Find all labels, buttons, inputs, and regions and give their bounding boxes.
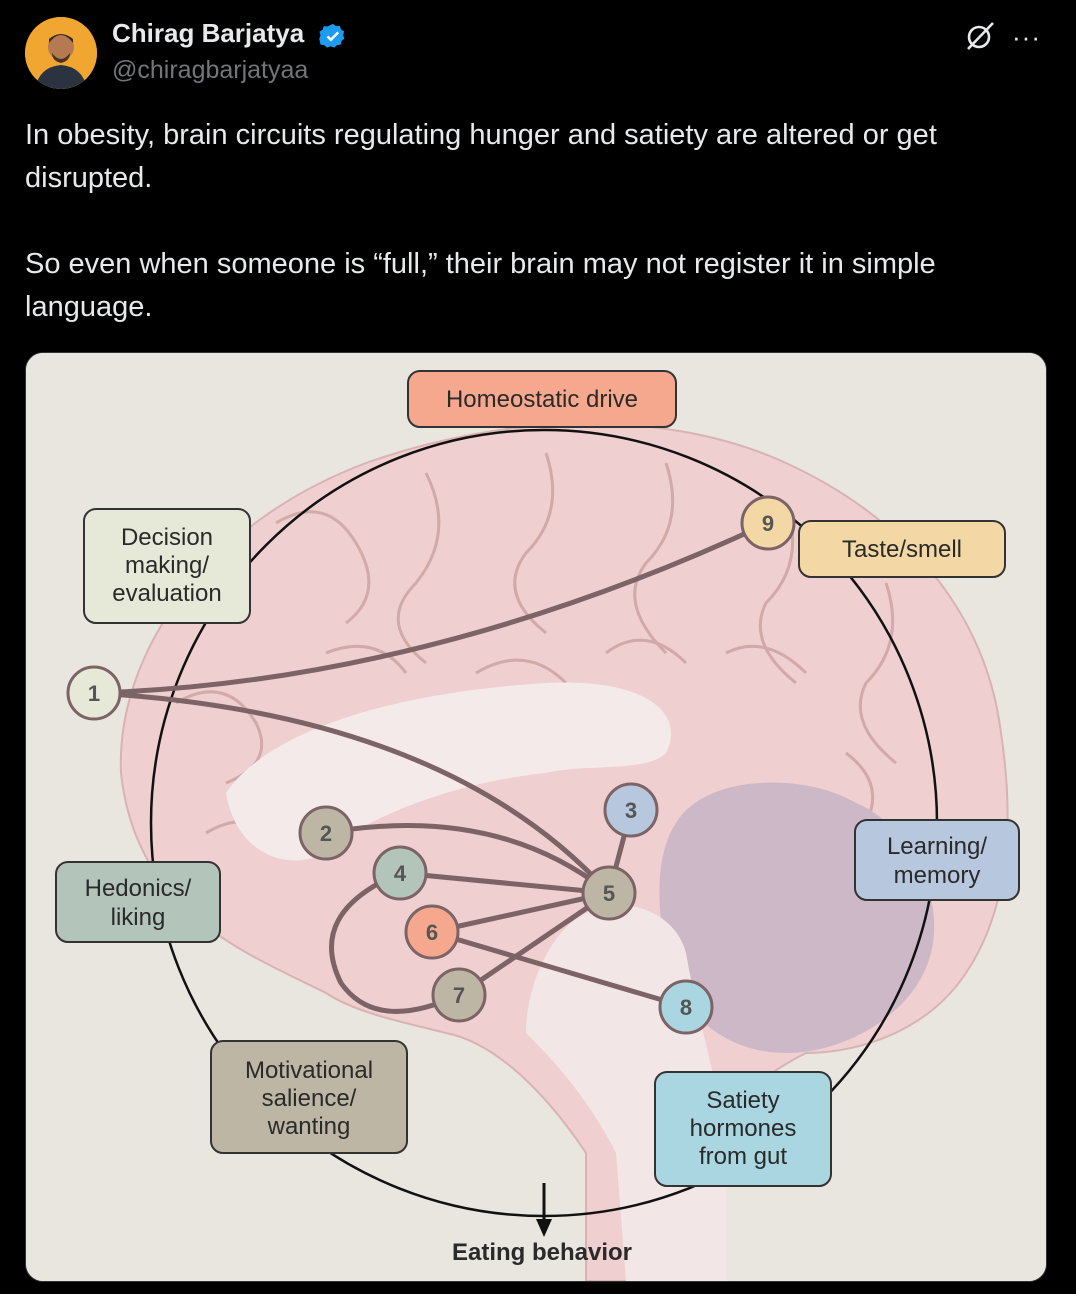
box-satiety-hormones: Satiety hormones from gut [654, 1071, 832, 1187]
svg-text:Motivational: Motivational [245, 1057, 373, 1084]
svg-text:9: 9 [762, 511, 774, 536]
tweet-text: In obesity, brain circuits regulating hu… [25, 114, 1045, 329]
node-6: 6 [404, 904, 460, 960]
arrow-head-icon [536, 1219, 552, 1237]
tweet-paragraph: So even when someone is “full,” their br… [25, 248, 936, 323]
svg-text:hormones: hormones [690, 1115, 797, 1142]
box-hedonics-liking: Hedonics/ liking [55, 861, 221, 943]
avatar[interactable] [25, 17, 97, 89]
svg-text:8: 8 [680, 995, 692, 1020]
verified-badge-icon [319, 23, 345, 48]
svg-text:Learning/: Learning/ [887, 833, 987, 860]
box-decision-making: Decision making/ evaluation [83, 508, 251, 624]
svg-text:3: 3 [625, 798, 637, 823]
node-8: 8 [658, 979, 714, 1035]
node-1: 1 [66, 665, 122, 721]
svg-text:4: 4 [394, 861, 407, 886]
svg-text:salience/: salience/ [262, 1085, 357, 1112]
box-homeostatic-drive: Homeostatic drive [407, 370, 677, 428]
svg-text:memory: memory [894, 862, 981, 889]
box-taste-smell: Taste/smell [798, 520, 1006, 578]
svg-text:Satiety: Satiety [706, 1087, 779, 1114]
box-learning-memory: Learning/ memory [854, 819, 1020, 901]
grok-icon[interactable] [964, 20, 996, 52]
node-5: 5 [581, 865, 637, 921]
node-4: 4 [372, 845, 428, 901]
node-7: 7 [431, 967, 487, 1023]
svg-text:6: 6 [426, 920, 438, 945]
svg-text:5: 5 [603, 881, 615, 906]
svg-text:2: 2 [320, 821, 332, 846]
svg-text:from gut: from gut [699, 1143, 787, 1170]
svg-text:Homeostatic drive: Homeostatic drive [446, 386, 638, 413]
svg-text:liking: liking [111, 904, 166, 931]
node-9: 9 [740, 495, 796, 551]
author-handle[interactable]: @chiragbarjatyaa [112, 56, 309, 84]
svg-text:Hedonics/: Hedonics/ [85, 875, 192, 902]
tweet-paragraph: In obesity, brain circuits regulating hu… [25, 119, 937, 194]
eating-behavior-label: Eating behavior [452, 1239, 632, 1266]
tweet-image[interactable]: 1 2 3 4 5 6 7 8 [25, 352, 1047, 1282]
node-2: 2 [298, 805, 354, 861]
node-3: 3 [603, 782, 659, 838]
svg-text:7: 7 [453, 983, 465, 1008]
svg-text:wanting: wanting [267, 1113, 351, 1140]
brain-diagram: 1 2 3 4 5 6 7 8 [26, 353, 1046, 1281]
svg-text:1: 1 [88, 681, 100, 706]
svg-text:Taste/smell: Taste/smell [842, 536, 962, 563]
svg-text:making/: making/ [125, 552, 209, 579]
more-options-icon[interactable]: ··· [1012, 22, 1041, 52]
svg-text:evaluation: evaluation [112, 580, 221, 607]
author-name[interactable]: Chirag Barjatya [112, 18, 305, 48]
svg-text:Decision: Decision [121, 524, 213, 551]
box-motivational-salience: Motivational salience/ wanting [210, 1040, 408, 1154]
